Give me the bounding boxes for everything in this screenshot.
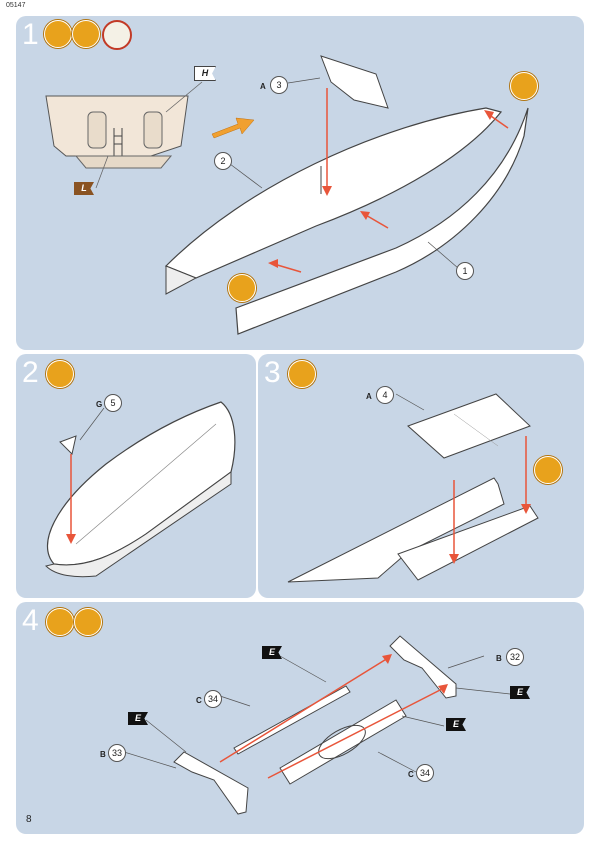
glue-icon <box>44 20 72 48</box>
paint-flag-e: E <box>510 686 530 699</box>
deck-part <box>164 107 503 279</box>
step-1-number: 1 <box>22 18 39 51</box>
hull-section <box>287 477 505 583</box>
callout-part-4: 4 <box>376 386 394 404</box>
callout-letter: B <box>100 750 106 759</box>
part-4 <box>407 393 531 459</box>
paint-brush-icon <box>72 20 100 48</box>
step-4-panel: 4 E E E E B 32 C 34 B 33 C 34 <box>16 602 584 834</box>
glue-icon <box>46 360 74 388</box>
callout-part-32: 32 <box>506 648 524 666</box>
cradle-left <box>173 751 249 815</box>
step-3-illustration <box>287 393 539 583</box>
step-2-number: 2 <box>22 356 39 389</box>
step-4-illustration <box>123 635 511 815</box>
cradle-right <box>389 635 457 699</box>
callout-letter: C <box>408 770 414 779</box>
paint-flag-e: E <box>262 646 282 659</box>
step-3-panel: 3 A 4 <box>258 354 584 598</box>
step-4-number: 4 <box>22 604 39 637</box>
part-3 <box>320 55 389 109</box>
callout-part-1: 1 <box>456 262 474 280</box>
callout-letter: G <box>96 400 103 409</box>
step-1-panel: 1 H L A 3 2 1 <box>16 16 584 350</box>
step-2-panel: 2 G 5 <box>16 354 256 598</box>
callout-letter: C <box>196 696 202 705</box>
hull-part <box>235 107 529 335</box>
paint-brush-icon <box>74 608 102 636</box>
step-1-illustration <box>45 55 529 335</box>
callout-part-34: 34 <box>416 764 434 782</box>
glue-icon <box>534 456 562 484</box>
step-3-number: 3 <box>264 356 281 389</box>
transom-part <box>45 95 189 157</box>
callout-part-5: 5 <box>104 394 122 412</box>
product-code: 05147 <box>6 2 26 9</box>
page-number: 8 <box>26 814 32 825</box>
paint-flag-l: L <box>74 182 94 195</box>
callout-letter: A <box>366 392 372 401</box>
glue-icon <box>288 360 316 388</box>
callout-part-33: 33 <box>108 744 126 762</box>
clock-icon <box>102 20 132 50</box>
paint-flag-e: E <box>446 718 466 731</box>
callout-part-34: 34 <box>204 690 222 708</box>
glue-icon <box>510 72 538 100</box>
glue-icon <box>228 274 256 302</box>
callout-letter: B <box>496 654 502 663</box>
step-2-illustration <box>45 401 236 578</box>
callout-letter: A <box>260 82 266 91</box>
direction-arrow <box>211 117 255 139</box>
glue-icon <box>46 608 74 636</box>
part-5 <box>59 435 77 455</box>
rail-lower <box>279 699 407 785</box>
paint-flag-e: E <box>128 712 148 725</box>
callout-part-2: 2 <box>214 152 232 170</box>
callout-part-3: 3 <box>270 76 288 94</box>
